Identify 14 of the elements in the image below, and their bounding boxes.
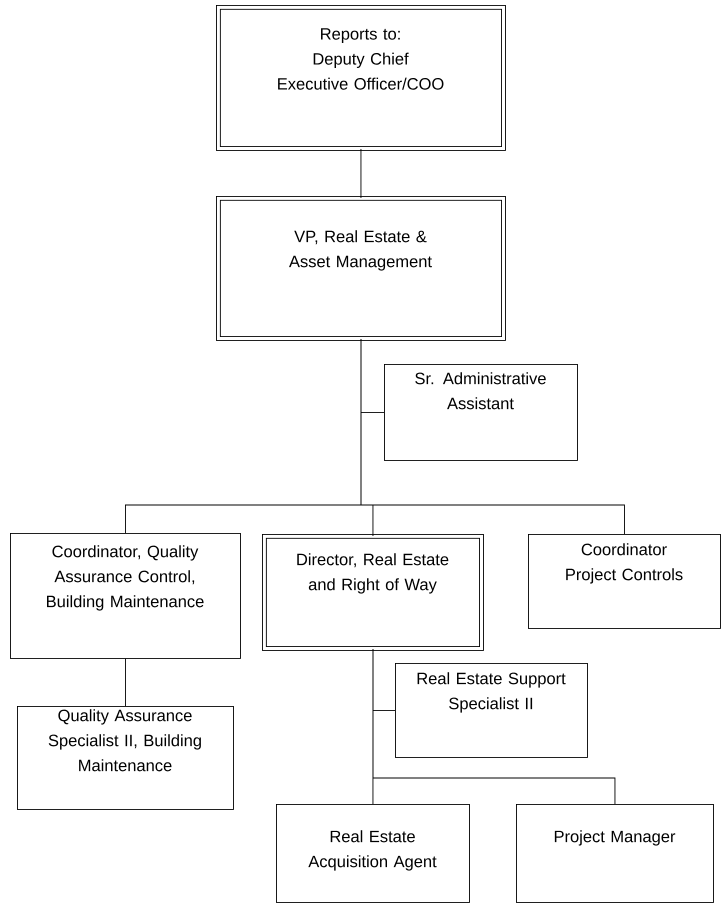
org-box: Real Estate Acquisition Agent: [276, 804, 470, 903]
org-box: Project Manager: [516, 804, 714, 903]
connector-line: [372, 648, 616, 804]
org-box: Sr. Administrative Assistant: [384, 364, 578, 461]
connector-line: [360, 338, 625, 534]
org-box: Coordinator, Quality Assurance Control, Building Maintenance: [10, 533, 241, 659]
org-box: Quality Assurance Specialist II, Building Maintenance: [17, 706, 234, 810]
org-box: Reports to: Deputy Chief Executive Officer/COO: [216, 5, 506, 151]
org-box: VP, Real Estate & Asset Management: [216, 196, 506, 341]
org-box: Coordinator Project Controls: [528, 534, 721, 629]
connector-line: [125, 658, 126, 706]
org-box: Director, Real Estate and Right of Way: [262, 534, 484, 651]
org-box: Real Estate Support Specialist II: [395, 663, 588, 758]
connector-line: [360, 148, 362, 198]
